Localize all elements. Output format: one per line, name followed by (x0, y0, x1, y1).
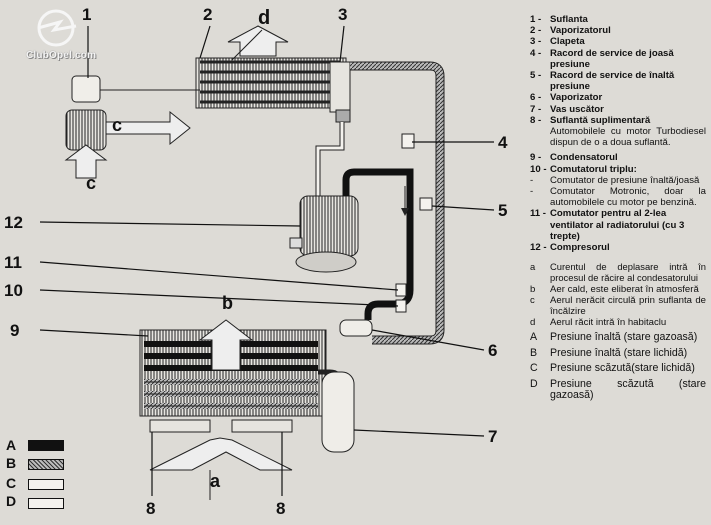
callout-10: 10 (4, 281, 23, 300)
legend-item-6: 6 -Vaporizator (530, 92, 603, 104)
legend-item-10-b: -Comutator Motronic, doar la automobilel… (530, 186, 706, 209)
legend-item-8: 8 -Suflantă suplimentară (530, 114, 651, 126)
legend: 1 -Suflanta 2 -Vaporizatorul 3 -Clapeta … (530, 14, 706, 402)
callout-4: 4 (498, 133, 508, 152)
pressure-swatch-b (28, 459, 64, 470)
pressure-swatch-c (28, 479, 64, 490)
watermark-text: ClubOpel.com (26, 50, 97, 61)
legend-item-2: 2 -Vaporizatorul (530, 25, 611, 37)
expansion-valve (329, 61, 351, 113)
flow-letter-a: a (210, 471, 221, 491)
legend-item-1: 1 -Suflanta (530, 14, 588, 25)
pressure-key-a: A (6, 437, 17, 453)
legend-item-10-a: -Comutator de presiune înaltă/joasă (530, 174, 700, 186)
callout-3: 3 (338, 5, 348, 24)
pressure-key-d: D (6, 493, 17, 509)
callout-6: 6 (488, 341, 498, 360)
callout-12: 12 (4, 213, 23, 232)
flow-letter-c-top: c (112, 115, 123, 135)
callout-1: 1 (82, 5, 92, 24)
sight-glass (339, 319, 373, 337)
callout-5: 5 (498, 201, 508, 220)
flow-letter-b: b (222, 293, 233, 313)
pressure-swatch-a (28, 440, 64, 451)
callout-7: 7 (488, 427, 498, 446)
callout-2: 2 (203, 5, 213, 24)
pressure-key-b: B (6, 455, 17, 471)
condenser (139, 329, 327, 417)
legend-item-9: 9 -Condensatorul (530, 152, 618, 164)
legend-item-4: 4 -Racord de service de joasă presiune (530, 47, 674, 70)
evaporator (195, 57, 347, 109)
legend-item-3: 3 -Clapeta (530, 36, 585, 48)
legend-item-8-note: Automobilele cu motor Turbodiesel dispun… (550, 126, 706, 149)
legend-item-10: 10 -Comutatorul triplu: (530, 163, 637, 175)
watermark-logo: ClubOpel.com (8, 6, 118, 64)
blower (65, 75, 200, 151)
discharge-line (342, 168, 414, 320)
legend-item-5: 5 -Racord de service de înaltă presiune (530, 70, 675, 93)
pressure-key-c: C (6, 475, 17, 491)
legend-item-12: 12 -Compresorul (530, 242, 610, 254)
flow-letter-d: d (258, 7, 271, 29)
compressor (289, 195, 359, 273)
callout-11: 11 (4, 253, 22, 272)
pressure-swatch-d (28, 498, 64, 509)
legend-item-11: 11 -Comutator pentru al 2-lea ventilator… (530, 208, 685, 242)
callout-8-right: 8 (276, 499, 286, 518)
legend-item-7: 7 -Vas uscător (530, 103, 604, 115)
flow-letter-c-bottom: c (86, 173, 97, 193)
callout-8-left: 8 (146, 499, 156, 518)
callout-9: 9 (10, 321, 20, 340)
receiver-drier (318, 369, 355, 453)
